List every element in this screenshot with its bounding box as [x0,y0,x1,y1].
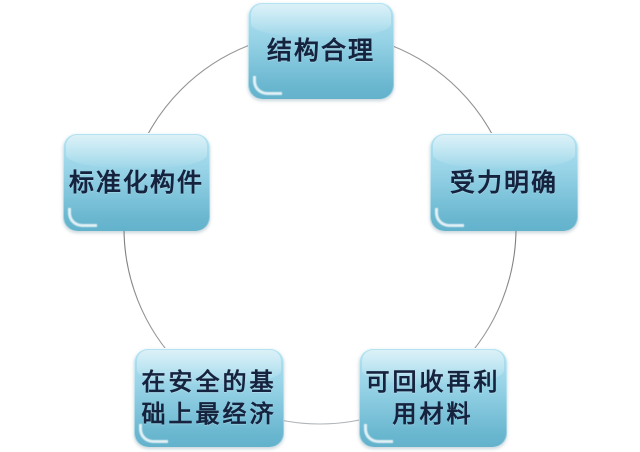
node-left[interactable]: 标准化构件 [63,133,210,231]
node-left-label: 标准化构件 [69,167,205,197]
node-right-label: 受力明确 [449,167,558,197]
node-bottom-left[interactable]: 在安全的基 础上最经济 [134,348,284,447]
node-bottom-right[interactable]: 可回收再利 用材料 [359,348,507,447]
node-bottom-left-label: 在安全的基 础上最经济 [141,366,277,428]
node-bottom-right-label: 可回收再利 用材料 [365,366,501,428]
node-top-label: 结构合理 [266,36,375,65]
node-right[interactable]: 受力明确 [430,133,578,231]
node-top[interactable]: 结构合理 [248,2,394,99]
